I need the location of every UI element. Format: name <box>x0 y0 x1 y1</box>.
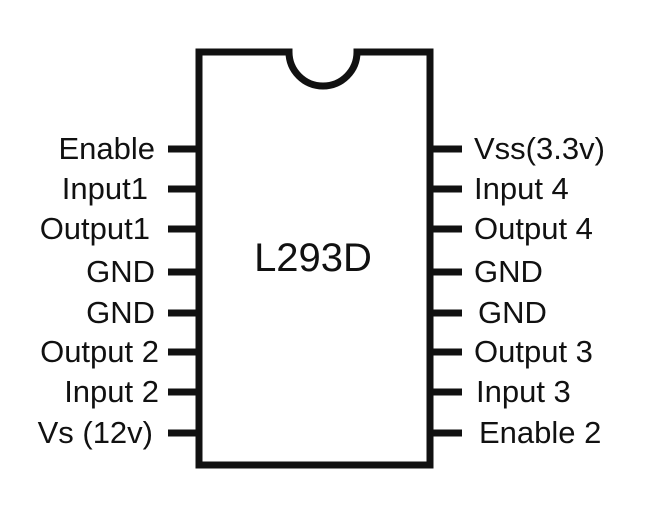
left-pin-label-8: Vs (12v) <box>38 415 153 450</box>
left-pin-label-4: GND <box>86 254 155 289</box>
left-pin-label-5: GND <box>86 295 155 330</box>
right-pin-label-4: GND <box>474 254 543 289</box>
left-pin-label-2: Input1 <box>62 171 148 206</box>
right-pin-label-3: Output 4 <box>474 211 593 246</box>
right-pin-label-5: GND <box>478 295 547 330</box>
left-pin-label-6: Output 2 <box>40 334 159 369</box>
chip-body <box>195 48 434 469</box>
left-pin-label-3: Output1 <box>40 211 150 246</box>
left-pin-group: Enable Input1 Output1 GND GND Output 2 I… <box>38 131 199 450</box>
right-pin-group: Vss(3.3v) Input 4 Output 4 GND GND Outpu… <box>430 131 605 450</box>
right-pin-label-6: Output 3 <box>474 334 593 369</box>
left-pin-label-7: Input 2 <box>64 374 159 409</box>
left-pin-label-1: Enable <box>58 131 155 166</box>
right-pin-label-2: Input 4 <box>474 171 569 206</box>
right-pin-label-7: Input 3 <box>476 374 571 409</box>
right-pin-label-1: Vss(3.3v) <box>474 131 605 166</box>
chip-title: L293D <box>254 236 372 280</box>
right-pin-label-8: Enable 2 <box>479 415 601 450</box>
